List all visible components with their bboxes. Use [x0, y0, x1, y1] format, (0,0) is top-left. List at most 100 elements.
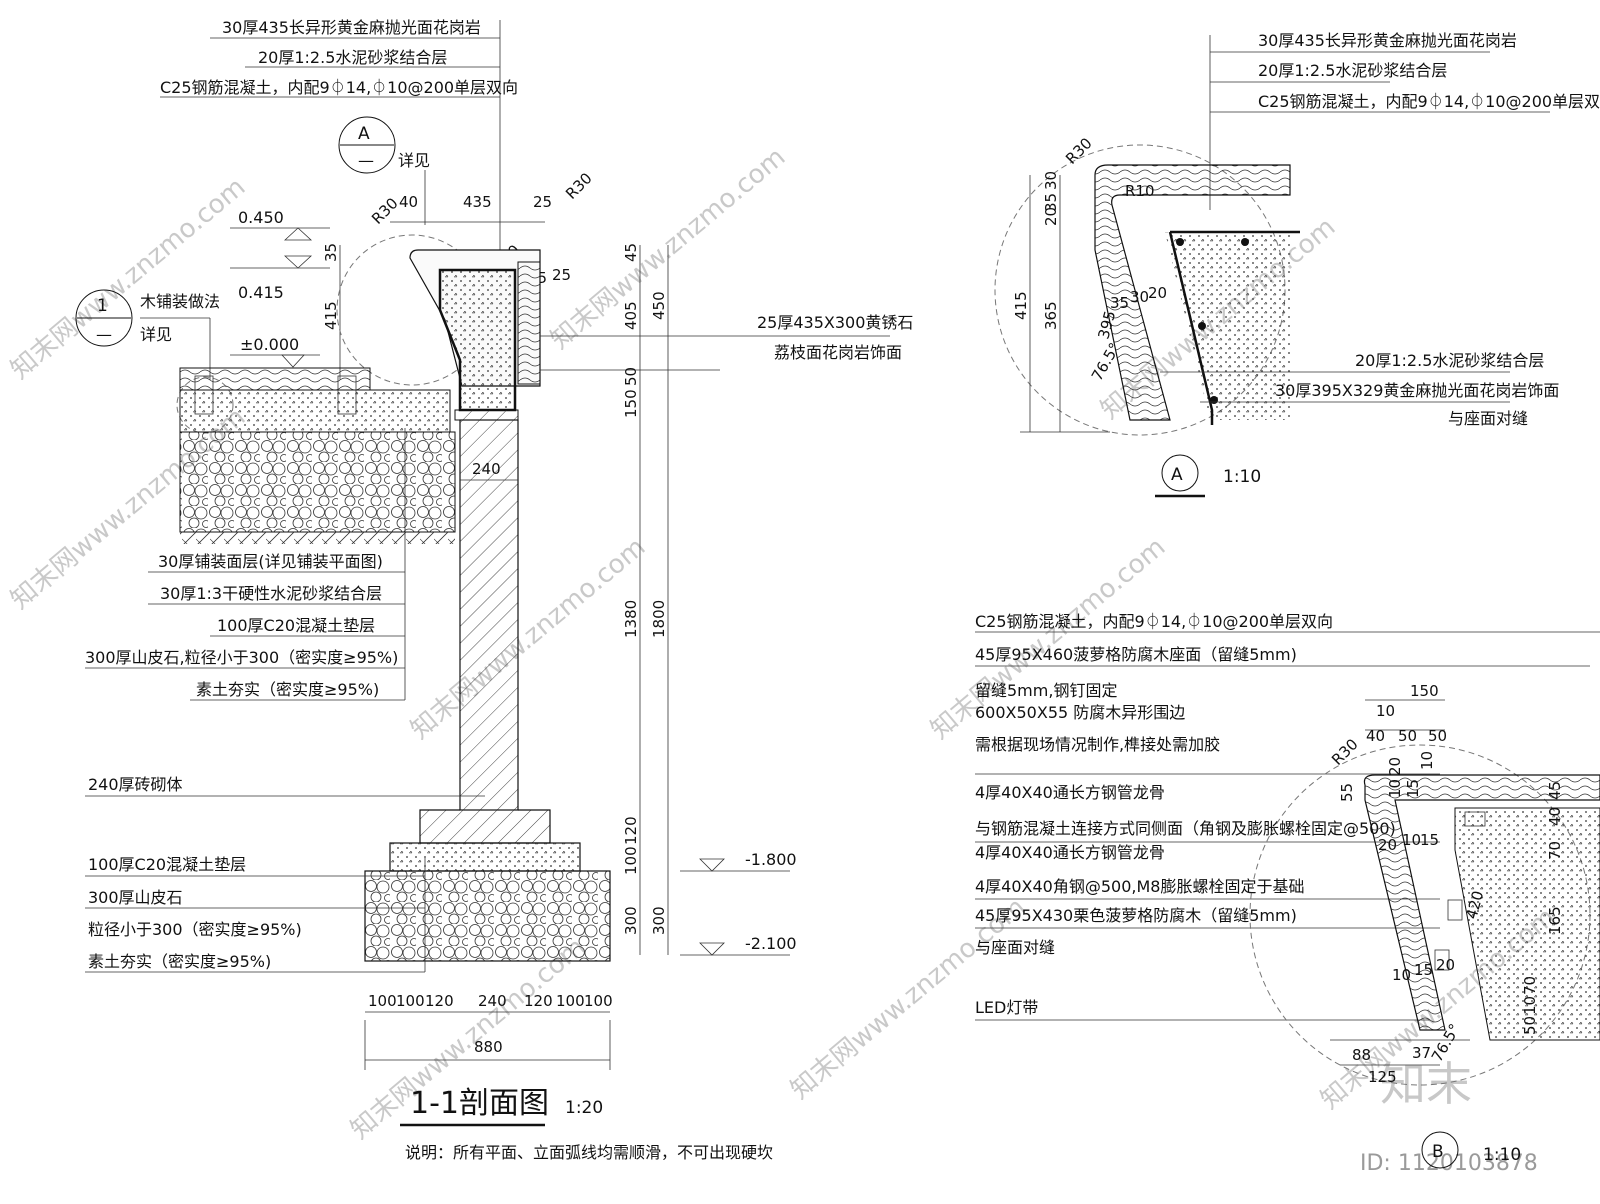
dim-text: 100 — [368, 992, 397, 1010]
detail-title: A — [1171, 465, 1183, 485]
dim-text: 35 — [1042, 193, 1060, 212]
dim-text: 10 — [1376, 702, 1395, 720]
section-1-1: 30厚435长异形黄金麻抛光面花岗岩 20厚1:2.5水泥砂浆结合层 C25钢筋… — [75, 18, 913, 1162]
dim-text: 415 — [322, 301, 340, 330]
dim-text: 100 — [396, 992, 425, 1010]
dim-text: 25 — [533, 193, 552, 211]
elevation-marker — [699, 858, 725, 872]
detail-b: C25钢筋混凝土，内配9⏀14,⏀10@200单层双向 45厚95X460菠萝格… — [975, 612, 1600, 1169]
steel-tube — [1434, 949, 1450, 971]
dim-text: 40 — [1366, 727, 1385, 745]
dim-text: 100 — [584, 992, 613, 1010]
dim-text: 10 — [1402, 831, 1421, 849]
detail-ref-circle — [338, 116, 396, 174]
detail-label: 20厚1:2.5水泥砂浆结合层 — [1355, 351, 1544, 370]
dim-text: 300 — [622, 906, 640, 935]
dim-text: 165 — [1546, 906, 1564, 935]
elevation-label: 0.415 — [238, 283, 284, 302]
dim-text: 120 — [524, 992, 553, 1010]
detail-b-concrete — [1454, 807, 1600, 1041]
dim-text: 10 — [1392, 966, 1411, 984]
dim-text: R30 — [1328, 735, 1362, 769]
detail-ref-number: 1 — [97, 296, 108, 316]
top-label: C25钢筋混凝土，内配9⏀14,⏀10@200单层双向 — [160, 78, 518, 97]
detail-b-timber — [1363, 774, 1600, 1031]
elevation-label: ±0.000 — [240, 335, 299, 354]
dim-text: 120 — [425, 992, 454, 1010]
dim-text: 20 — [1042, 207, 1060, 226]
detail-label: 20厚1:2.5水泥砂浆结合层 — [1258, 61, 1447, 80]
section-note: 说明：所有平面、立面弧线均需顺滑，不可出现硬坎 — [405, 1143, 773, 1162]
detail-ref-text: 木铺装做法 — [140, 292, 220, 311]
detail-a: 30厚435长异形黄金麻抛光面花岗岩 20厚1:2.5水泥砂浆结合层 C25钢筋… — [994, 31, 1600, 498]
dim-text: 10 — [1521, 996, 1539, 1015]
top-label: 20厚1:2.5水泥砂浆结合层 — [258, 48, 447, 67]
dim-text: 70 — [1521, 976, 1539, 995]
dim-text: 45 — [622, 243, 640, 262]
footing-rubble — [364, 870, 611, 962]
dim-text: 30 — [1130, 288, 1149, 306]
elevation-label: -1.800 — [745, 850, 797, 869]
dim-text: 150 — [622, 389, 640, 418]
layer-label: 300厚山皮石,粒径小于300（密实度≥95%) — [85, 648, 398, 667]
top-label: 30厚435长异形黄金麻抛光面花岗岩 — [222, 18, 481, 37]
rebar-dot — [1210, 396, 1218, 404]
dim-text: 15 — [1420, 831, 1439, 849]
detail-label: 与座面对缝 — [1448, 409, 1528, 428]
detail-scale: 1:10 — [1223, 467, 1261, 487]
dim-text: 120 — [622, 816, 640, 845]
detail-ref-text: 详见 — [398, 151, 430, 170]
detail-ref-letter: A — [358, 124, 370, 144]
detail-a-rebar-side — [1168, 231, 1214, 425]
dim-text: 435 — [463, 193, 492, 211]
dim-text: 10 — [1418, 751, 1436, 770]
section-scale: 1:20 — [565, 1098, 603, 1118]
detail-b-labels: C25钢筋混凝土，内配9⏀14,⏀10@200单层双向 45厚95X460菠萝格… — [975, 612, 1600, 1021]
dim-text: 35 — [322, 243, 340, 262]
rebar-dot — [1198, 322, 1206, 330]
elevation-label: -2.100 — [745, 934, 797, 953]
dim-text: 20 — [1148, 284, 1167, 302]
detail-ref-text: 详见 — [140, 325, 172, 344]
detail-label: 4厚40X40角钢@500,M8膨胀螺栓固定于基础 — [975, 877, 1304, 896]
base-label: 素土夯实（密实度≥95%) — [88, 952, 271, 971]
detail-label: 30厚435长异形黄金麻抛光面花岗岩 — [1258, 31, 1517, 50]
dim-text: 40 — [399, 193, 418, 211]
deck-anchor — [194, 375, 357, 415]
dim-text: 240 — [472, 460, 501, 478]
dim-text: 365 — [1042, 301, 1060, 330]
base-label: 100厚C20混凝土垫层 — [88, 855, 246, 874]
detail-title: B — [1432, 1142, 1444, 1162]
dim-text: 20 — [1436, 956, 1455, 974]
dim-text: 40 — [1546, 807, 1564, 826]
dim-text: 100 — [556, 992, 585, 1010]
dim-text: R30 — [562, 169, 596, 203]
elevation-marker — [283, 255, 313, 269]
detail-a-granite — [1094, 164, 1291, 421]
detail-label: 4厚40X40通长方钢管龙骨 — [975, 843, 1165, 862]
detail-label: 45厚95X430栗色菠萝格防腐木（留缝5mm) — [975, 906, 1297, 925]
detail-ref-circle — [75, 289, 133, 347]
dim-text: 450 — [650, 291, 668, 320]
dim-text: 50 — [1428, 727, 1447, 745]
layer-label: 100厚C20混凝土垫层 — [217, 616, 375, 635]
wall-footing — [419, 809, 551, 844]
dim-text: 50 — [1521, 1016, 1539, 1035]
right-label: 荔枝面花岗岩饰面 — [774, 343, 902, 362]
seat-rc-core — [438, 268, 517, 412]
detail-ref-dash: — — [96, 325, 112, 344]
elevation-marker — [699, 942, 725, 956]
brick-wall — [459, 419, 519, 811]
dim-text: 20 — [1378, 836, 1397, 854]
dim-text: R30 — [1062, 134, 1096, 168]
dim-text: 240 — [478, 992, 507, 1010]
dim-text: 10 — [1386, 779, 1404, 798]
detail-label: 30厚395X329黄金麻抛光面花岗岩饰面 — [1275, 381, 1559, 400]
detail-title-circle — [1421, 1131, 1459, 1169]
detail-label: C25钢筋混凝土，内配9⏀14,⏀10@200单层双向 — [1258, 92, 1600, 111]
compacted-soil — [180, 532, 455, 544]
detail-title-circle — [1161, 454, 1199, 492]
dim-text: 50 — [1398, 727, 1417, 745]
dim-text: 20 — [1386, 757, 1404, 776]
dim-text: 15 — [1404, 779, 1422, 798]
